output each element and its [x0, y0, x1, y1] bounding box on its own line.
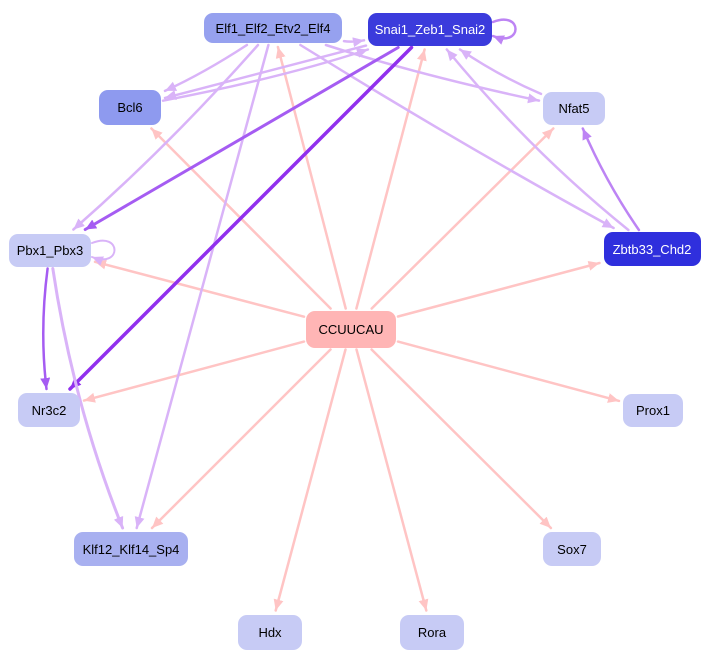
edge-pbx-nr3c2 — [40, 267, 51, 391]
node-sox7[interactable]: Sox7 — [543, 532, 601, 566]
edge-elf-nfat5 — [324, 43, 541, 104]
edge-mir-zbtb — [396, 260, 601, 318]
edge-mir-prox1 — [396, 340, 621, 403]
node-label: Sox7 — [557, 541, 587, 557]
edge-snai-pbx — [83, 46, 400, 231]
node-elf[interactable]: Elf1_Elf2_Etv2_Elf4 — [204, 13, 342, 43]
edge-snai-snai — [491, 18, 517, 45]
node-label: Nfat5 — [558, 100, 590, 116]
node-label: CCUUCAU — [318, 321, 384, 337]
node-label: Zbtb33_Chd2 — [612, 241, 692, 257]
edge-mir-nfat5 — [370, 127, 555, 310]
node-klf[interactable]: Klf12_Klf14_Sp4 — [74, 532, 188, 566]
node-label: Rora — [417, 624, 447, 640]
edge-mir-snai — [355, 48, 427, 310]
edge-bcl6-snai — [161, 48, 370, 102]
node-rora[interactable]: Rora — [400, 614, 464, 650]
edge-elf-snai — [342, 37, 366, 48]
node-label: Bcl6 — [117, 99, 143, 115]
edge-snai-nr3c2 — [68, 45, 414, 391]
node-label: Prox1 — [636, 402, 670, 418]
node-label: Pbx1_Pbx3 — [16, 242, 84, 258]
edge-nfat5-snai — [458, 48, 543, 96]
node-bcl6[interactable]: Bcl6 — [99, 89, 161, 125]
edge-elf-bcl6 — [163, 43, 249, 93]
node-zbtb[interactable]: Zbtb33_Chd2 — [603, 232, 701, 266]
node-hdx[interactable]: Hdx — [238, 614, 302, 650]
edge-zbtb-nfat5 — [581, 127, 641, 232]
edge-mir-hdx — [273, 348, 347, 612]
edge-mir-klf — [150, 348, 332, 530]
node-label: Nr3c2 — [31, 402, 67, 418]
edge-elf-klf — [134, 43, 270, 530]
edge-mir-sox7 — [370, 348, 553, 530]
node-pbx[interactable]: Pbx1_Pbx3 — [9, 233, 91, 267]
edge-pbx-pbx — [91, 239, 116, 266]
edge-mir-nr3c2 — [82, 340, 306, 403]
edge-mir-rora — [355, 348, 429, 612]
node-label: Snai1_Zeb1_Snai2 — [374, 21, 486, 37]
edge-snai-bcl6 — [163, 44, 368, 100]
edge-pbx-klf — [51, 267, 125, 530]
edge-mir-pbx — [93, 259, 306, 318]
node-label: Hdx — [258, 624, 282, 640]
edge-mir-elf — [275, 45, 347, 310]
node-mir[interactable]: CCUUCAU — [306, 310, 396, 348]
node-snai[interactable]: Snai1_Zeb1_Snai2 — [368, 12, 492, 46]
node-nfat5[interactable]: Nfat5 — [543, 91, 605, 125]
node-label: Klf12_Klf14_Sp4 — [82, 541, 180, 557]
node-label: Elf1_Elf2_Etv2_Elf4 — [215, 20, 331, 36]
node-nr3c2[interactable]: Nr3c2 — [18, 393, 80, 427]
node-prox1[interactable]: Prox1 — [623, 393, 683, 427]
edge-zbtb-snai — [445, 48, 630, 232]
edge-elf-pbx — [72, 43, 260, 231]
edge-elf-zbtb — [299, 43, 615, 230]
